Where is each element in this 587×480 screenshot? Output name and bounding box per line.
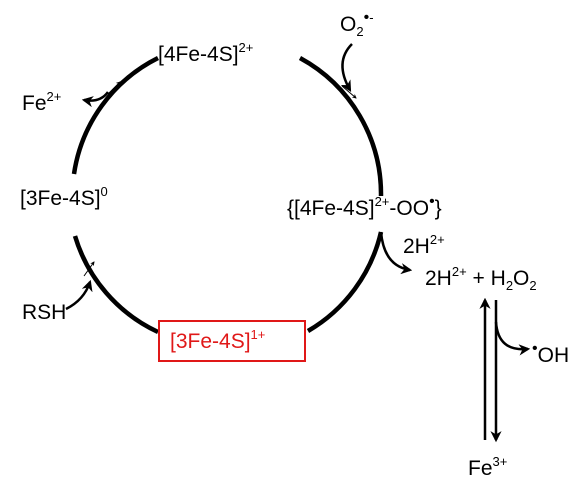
label-3fe4s-0: [3Fe-4S]0 [20,185,108,210]
label-4fe4s-superoxo: {[4Fe-4S]2+-OO•} [287,194,442,220]
cycle-arc-right-to-bottom [306,231,384,333]
label-plus: + [472,267,485,290]
label-superoxo-charge: 2+ [374,194,390,209]
label-h2o2-o: O [513,267,530,290]
label-fe3plus: Fe3+ [468,455,507,480]
label-h2o2-sub1: 2 [505,278,514,293]
label-rsh: RSH [22,302,66,323]
label-fe3plus-charge: 3+ [492,454,508,469]
label-rsh-text: RSH [22,301,67,324]
cycle-arc-bottom-to-left [72,235,159,335]
highlight-box [158,320,306,362]
label-3fe4s-1plus-charge: 1+ [250,327,266,342]
label-superoxo-radical-dot: • [429,193,435,210]
cycle-arrowhead-bottom-left [83,261,95,277]
label-3fe4s-1plus-text: [3Fe-4S] [170,330,251,353]
label-fe2plus-charge: 2+ [46,89,62,104]
label-3fe4s-1plus: [3Fe-4S]1+ [170,328,265,353]
label-4fe4s-2plus-text: [4Fe-4S] [158,43,239,66]
label-superoxide-dot: • [363,9,370,26]
cycle-arc-top-to-right [298,56,384,197]
label-fe2plus-text: Fe [22,92,47,115]
label-superoxo-core: {[4Fe-4S] [287,197,375,220]
label-superoxide: O2•- [340,10,374,39]
fe2-release-arrow [81,91,110,108]
label-superoxo-close: } [434,197,442,220]
label-2h-out-text: 2H [425,267,452,290]
superoxide-input-arrow [340,43,353,92]
rsh-input-arrow [65,279,93,311]
label-products: 2H2+ + H2O2 [425,265,537,292]
hydroxyl-release-arrow [494,321,531,356]
label-2h-in-charge: 2+ [429,232,445,247]
label-hydroxyl-dot: • [532,340,538,357]
label-4fe4s-2plus: [4Fe-4S]2+ [158,41,253,66]
label-superoxide-sub: 2 [356,24,364,39]
label-3fe4s-0-text: [3Fe-4S] [20,187,101,210]
label-2h-out-charge: 2+ [451,264,467,279]
label-h2o2-h: H [490,267,506,290]
label-superoxide-charge: - [369,10,374,25]
label-h2o2-sub2: 2 [529,278,537,293]
label-superoxide-o: O [340,13,357,36]
cycle-arc-left-to-top [71,55,160,175]
label-fe2plus: Fe2+ [22,90,61,115]
label-2h-in: 2H2+ [403,233,445,258]
label-hydroxyl-text: OH [537,344,570,367]
cycle-arrowhead-top-left [107,81,121,95]
label-hydroxyl: •OH [532,341,570,367]
label-4fe4s-2plus-charge: 2+ [238,40,254,55]
label-superoxo-tail: -OO [389,197,430,220]
proton-branch-arrow [379,231,413,275]
label-fe3plus-text: Fe [468,457,493,480]
label-3fe4s-0-charge: 0 [100,184,108,199]
label-2h-in-text: 2H [403,235,430,258]
